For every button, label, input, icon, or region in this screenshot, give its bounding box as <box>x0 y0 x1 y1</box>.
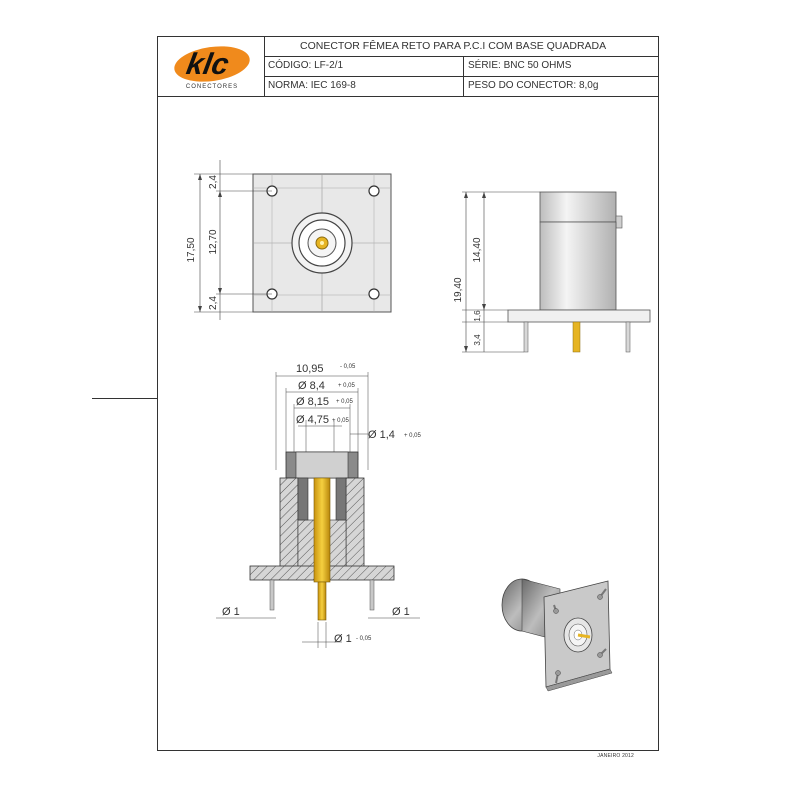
title-block-divider-h2 <box>264 76 659 77</box>
top-dim-top: 2,4 <box>208 175 219 189</box>
section-hatched-left <box>279 477 299 573</box>
serie-field: SÉRIE: BNC 50 OHMS <box>468 60 572 71</box>
section-center-contact <box>313 477 331 583</box>
external-margin-line <box>92 398 158 399</box>
dim-4-75: Ø 4,75 <box>296 414 329 426</box>
section-dimensions <box>275 372 369 470</box>
side-base-plate <box>507 309 651 323</box>
drawing-date: JANEIRO 2012 <box>597 753 634 759</box>
side-body-top <box>539 191 617 223</box>
klc-logo: klc CONECTORES <box>174 46 250 90</box>
dim-center-pin: Ø 1 <box>334 633 352 645</box>
section-pin-left <box>269 579 275 611</box>
dim-4-75-tol: + 0,05 <box>332 418 350 424</box>
top-dim-bottom: 2,4 <box>208 296 219 310</box>
dim-8-15: Ø 8,15 <box>296 396 329 408</box>
logo-ellipse <box>174 46 250 82</box>
mounting-hole-tr <box>368 185 380 197</box>
mounting-hole-br <box>368 288 380 300</box>
dim-10-95: 10,95 <box>296 363 324 375</box>
dim-1-4-tol: + 0,05 <box>404 433 422 439</box>
dim-10-95-tol: - 0,05 <box>340 364 356 370</box>
side-bayonet-pin <box>615 215 623 229</box>
dim-8-4-tol: + 0,05 <box>338 383 356 389</box>
side-dim-body: 14,40 <box>472 237 483 262</box>
side-pin-right <box>625 321 631 353</box>
section-center-pin <box>317 581 327 621</box>
logo-brand-text: klc <box>184 48 232 81</box>
logo-sub-text: CONECTORES <box>186 84 238 90</box>
dim-pin-left: Ø 1 <box>222 606 240 618</box>
title-block-divider-h1 <box>264 56 659 57</box>
top-dim-mid: 12,70 <box>208 229 219 254</box>
peso-field: PESO DO CONECTOR: 8,0g <box>468 80 599 91</box>
side-dim-total: 19,40 <box>453 277 464 302</box>
dim-pin-right: Ø 1 <box>392 606 410 618</box>
dim-8-15-tol: + 0,05 <box>336 399 354 405</box>
drawing-title: CONECTOR FÊMEA RETO PARA P.C.I COM BASE … <box>300 40 607 52</box>
iso-center-pin <box>577 633 591 639</box>
isometric-view <box>501 578 613 692</box>
section-hatched-right <box>345 477 365 573</box>
dim-8-4: Ø 8,4 <box>298 380 325 392</box>
norma-field: NORMA: IEC 169-8 <box>268 80 356 91</box>
section-pin-right <box>369 579 375 611</box>
title-block-divider-h3 <box>157 96 659 97</box>
dim-center-pin-tol: - 0,05 <box>356 636 372 642</box>
title-block-divider-v1 <box>264 36 265 96</box>
dim-1-4: Ø 1,4 <box>368 429 395 441</box>
side-view: 19,40 14,40 1,6 3,4 <box>453 191 651 353</box>
side-dim-pins: 3,4 <box>473 334 482 346</box>
side-body-main <box>539 221 617 311</box>
drawing-frame <box>157 36 659 751</box>
section-view: 10,95 - 0,05 Ø 8,4 + 0,05 Ø 8,15 + 0,05 … <box>216 363 422 648</box>
side-dim-base: 1,6 <box>473 310 482 322</box>
codigo-field: CÓDIGO: LF-2/1 <box>268 60 344 71</box>
side-pin-left <box>523 321 529 353</box>
side-center-pin <box>572 321 581 353</box>
top-view: 17,50 12,70 2,4 2,4 <box>186 160 392 320</box>
top-dim-total: 17,50 <box>186 237 197 262</box>
